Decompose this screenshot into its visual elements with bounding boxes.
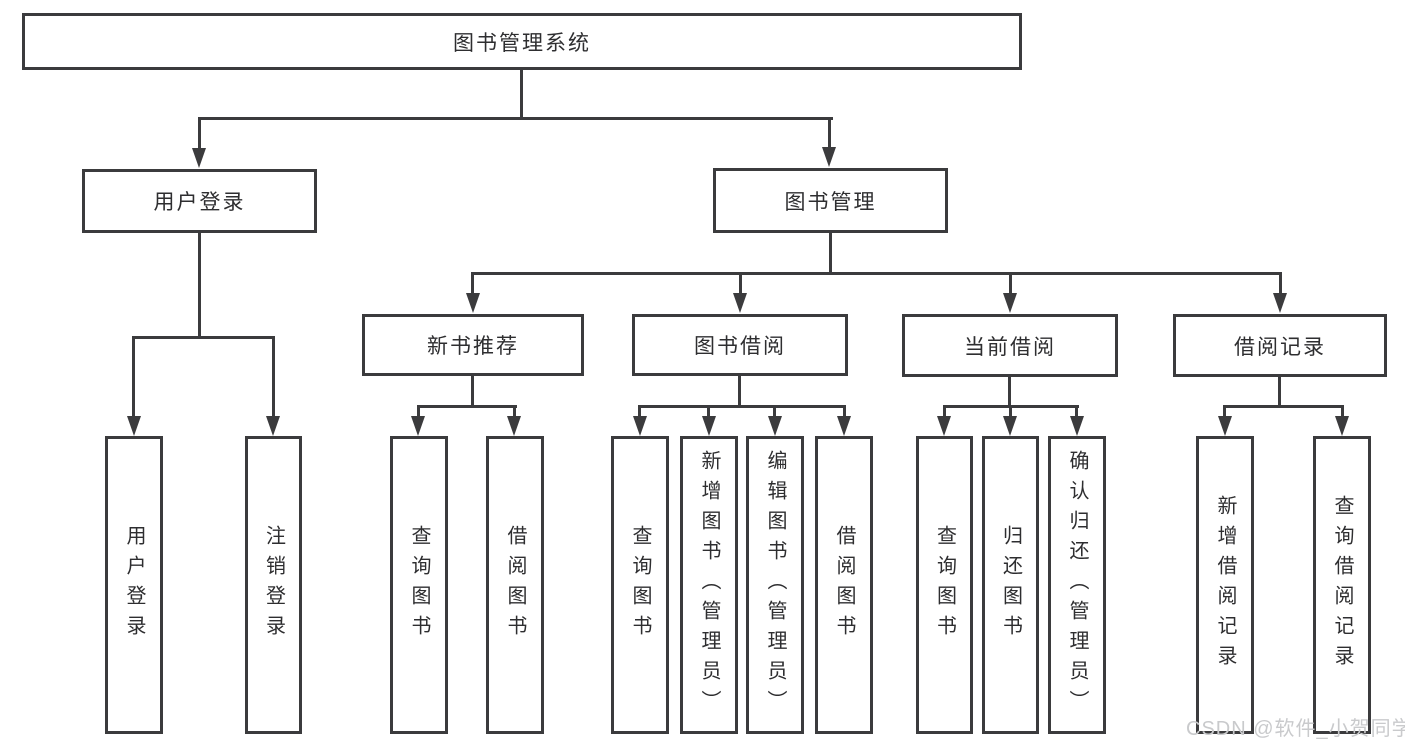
connector-user-drop-2 [272, 336, 275, 416]
leaf-user-login: 用户登录 [105, 436, 163, 734]
leaf-query-borrow-record: 查询借阅记录 [1313, 436, 1371, 734]
connector-bookmgmt-stem [829, 233, 832, 275]
connector-borrow-drop-4 [843, 405, 846, 416]
connector-bookmgmt-hline [471, 272, 1282, 275]
leaf-confirm-return-admin-label: 确认归还（管理员） [1066, 450, 1088, 720]
arrow-down-icon [192, 148, 206, 168]
node-current-borrow: 当前借阅 [902, 314, 1118, 377]
arrow-down-icon [466, 293, 480, 313]
arrow-down-icon [822, 147, 836, 167]
connector-bookmgmt-drop-1 [471, 272, 474, 293]
connector-current-drop-1 [943, 405, 946, 416]
node-root: 图书管理系统 [22, 13, 1022, 70]
leaf-recommend-borrow-books: 借阅图书 [486, 436, 544, 734]
leaf-add-book-admin-label: 新增图书（管理员） [698, 450, 720, 720]
arrow-down-icon [1070, 416, 1084, 436]
connector-current-drop-2 [1009, 405, 1012, 416]
node-borrow-records: 借阅记录 [1173, 314, 1387, 377]
arrow-down-icon [768, 416, 782, 436]
leaf-add-borrow-record-label: 新增借阅记录 [1214, 495, 1236, 675]
arrow-down-icon [633, 416, 647, 436]
connector-borrow-stem [738, 376, 741, 407]
connector-recommend-drop-2 [513, 405, 516, 416]
connector-recommend-drop-1 [417, 405, 420, 416]
node-book-mgmt: 图书管理 [713, 168, 948, 233]
node-current-borrow-label: 当前借阅 [964, 335, 1056, 359]
connector-records-stem [1278, 376, 1281, 407]
leaf-recommend-borrow-books-label: 借阅图书 [504, 525, 526, 645]
leaf-logout-label: 注销登录 [262, 525, 285, 645]
node-new-book-recommend-label: 新书推荐 [427, 335, 519, 358]
connector-user-stem [198, 233, 201, 338]
arrow-down-icon [1003, 293, 1017, 313]
arrow-down-icon [507, 416, 521, 436]
arrow-down-icon [266, 416, 280, 436]
node-user-login-label: 用户登录 [153, 191, 246, 214]
leaf-borrow-query-books-label: 查询图书 [629, 525, 651, 645]
arrow-down-icon [1335, 416, 1349, 436]
leaf-borrow-query-books: 查询图书 [611, 436, 669, 734]
leaf-current-query-books: 查询图书 [916, 436, 973, 734]
connector-root-drop-left [198, 117, 201, 148]
node-user-login: 用户登录 [82, 169, 317, 233]
leaf-query-borrow-record-label: 查询借阅记录 [1331, 495, 1353, 675]
connector-user-drop-1 [132, 336, 135, 416]
connector-root-stem [520, 70, 523, 119]
node-book-borrow: 图书借阅 [632, 314, 848, 376]
arrow-down-icon [702, 416, 716, 436]
arrow-down-icon [1003, 416, 1017, 436]
leaf-add-book-admin: 新增图书（管理员） [680, 436, 738, 734]
arrow-down-icon [127, 416, 141, 436]
leaf-edit-book-admin-label: 编辑图书（管理员） [764, 450, 786, 720]
connector-records-drop-2 [1341, 405, 1344, 416]
csdn-watermark: CSDN @软件_小贺同学 [1186, 718, 1405, 740]
connector-root-drop-right [828, 117, 831, 147]
node-book-mgmt-label: 图书管理 [784, 190, 877, 214]
connector-borrow-drop-1 [638, 405, 641, 416]
leaf-borrow-borrow-books-label: 借阅图书 [833, 525, 855, 645]
leaf-confirm-return-admin: 确认归还（管理员） [1048, 436, 1106, 734]
leaf-user-login-label: 用户登录 [123, 525, 145, 645]
connector-bookmgmt-drop-4 [1279, 272, 1282, 293]
connector-borrow-hline [638, 405, 846, 408]
connector-bookmgmt-drop-3 [1009, 272, 1012, 293]
node-borrow-records-label: 借阅记录 [1234, 335, 1326, 359]
leaf-logout: 注销登录 [245, 436, 302, 734]
node-new-book-recommend: 新书推荐 [362, 314, 584, 376]
node-root-label: 图书管理系统 [453, 31, 591, 55]
leaf-borrow-borrow-books: 借阅图书 [815, 436, 873, 734]
leaf-return-book: 归还图书 [982, 436, 1039, 734]
leaf-return-book-label: 归还图书 [999, 525, 1022, 645]
leaf-current-query-books-label: 查询图书 [933, 525, 956, 645]
connector-borrow-drop-2 [707, 405, 710, 416]
connector-recommend-stem [471, 376, 474, 407]
connector-records-drop-1 [1223, 405, 1226, 416]
connector-borrow-drop-3 [773, 405, 776, 416]
connector-recommend-hline [417, 405, 517, 408]
connector-current-drop-3 [1075, 405, 1078, 416]
connector-current-stem [1008, 376, 1011, 407]
leaf-add-borrow-record: 新增借阅记录 [1196, 436, 1254, 734]
node-book-borrow-label: 图书借阅 [694, 335, 786, 358]
arrow-down-icon [411, 416, 425, 436]
connector-user-hline [132, 336, 275, 339]
arrow-down-icon [937, 416, 951, 436]
connector-bookmgmt-drop-2 [739, 272, 742, 293]
leaf-recommend-query-books: 查询图书 [390, 436, 448, 734]
arrow-down-icon [1273, 293, 1287, 313]
arrow-down-icon [733, 293, 747, 313]
leaf-edit-book-admin: 编辑图书（管理员） [746, 436, 804, 734]
arrow-down-icon [837, 416, 851, 436]
connector-records-hline [1223, 405, 1344, 408]
connector-root-hline [198, 117, 833, 120]
leaf-recommend-query-books-label: 查询图书 [408, 525, 430, 645]
arrow-down-icon [1218, 416, 1232, 436]
